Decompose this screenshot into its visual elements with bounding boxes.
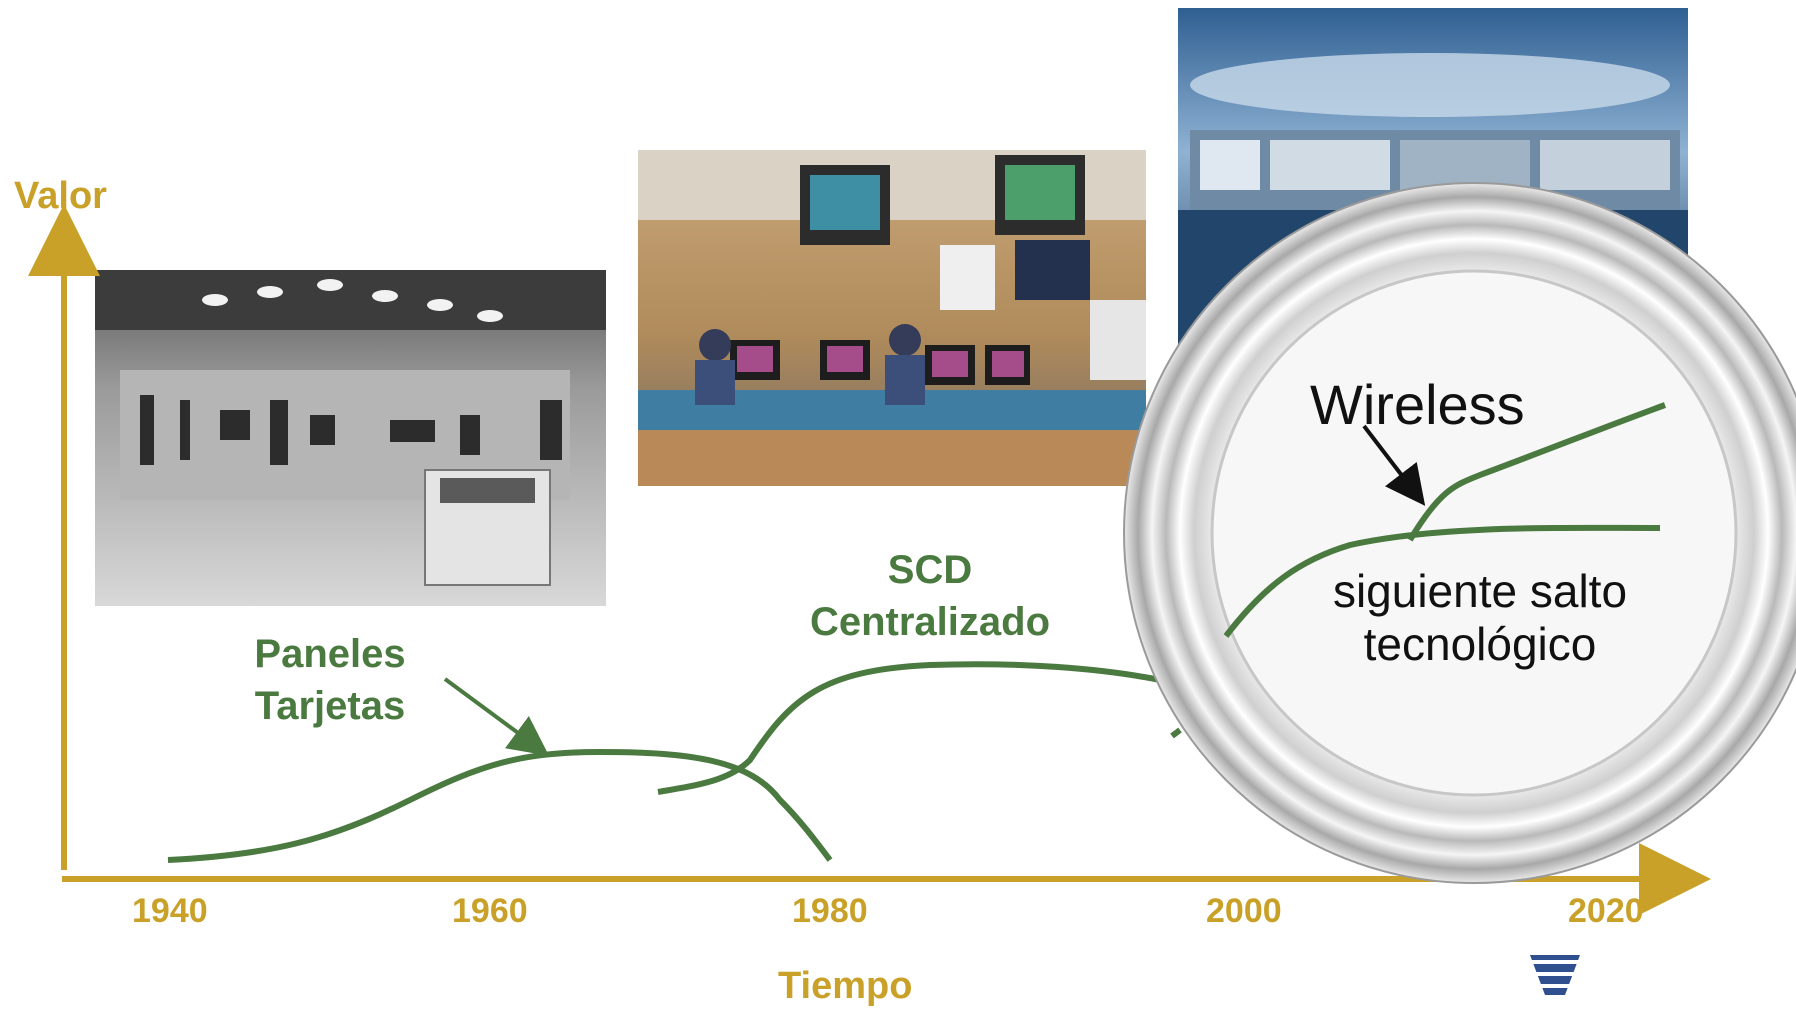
panel-control-room-photo <box>95 270 606 606</box>
wireless-curve <box>1407 402 1667 542</box>
y-axis-label: Valor <box>14 175 107 217</box>
x-tick-2020: 2020 <box>1568 892 1644 930</box>
scd-era-line2: Centralizado <box>809 600 1051 644</box>
scd-curve <box>657 661 1161 795</box>
company-logo-icon <box>1528 955 1582 995</box>
scd-curve-tail <box>1170 727 1182 739</box>
panels-curve <box>167 748 833 863</box>
x-tick-1940: 1940 <box>132 892 208 930</box>
scd-era-label: SCD Centralizado <box>770 544 1090 648</box>
panels-era-label: Paneles Tarjetas <box>200 628 460 732</box>
x-axis-label: Tiempo <box>778 965 913 1007</box>
dcs-control-room-photo <box>638 150 1146 486</box>
x-tick-1960: 1960 <box>452 892 528 930</box>
panels-pointer-arrow <box>443 677 550 756</box>
x-tick-1980: 1980 <box>792 892 868 930</box>
panels-era-line2: Tarjetas <box>254 684 406 728</box>
panels-era-line1: Paneles <box>254 632 406 676</box>
wireless-label: Wireless <box>1310 373 1525 436</box>
wireless-pointer-arrow <box>1362 424 1426 506</box>
scd-era-line1: SCD <box>887 548 973 592</box>
next-leap-label: siguiente salto tecnológico <box>1300 565 1660 671</box>
x-tick-2000: 2000 <box>1206 892 1282 930</box>
next-leap-line1: siguiente salto <box>1332 565 1628 617</box>
next-leap-line2: tecnológico <box>1363 617 1597 670</box>
next-leap-curve <box>1223 524 1661 638</box>
